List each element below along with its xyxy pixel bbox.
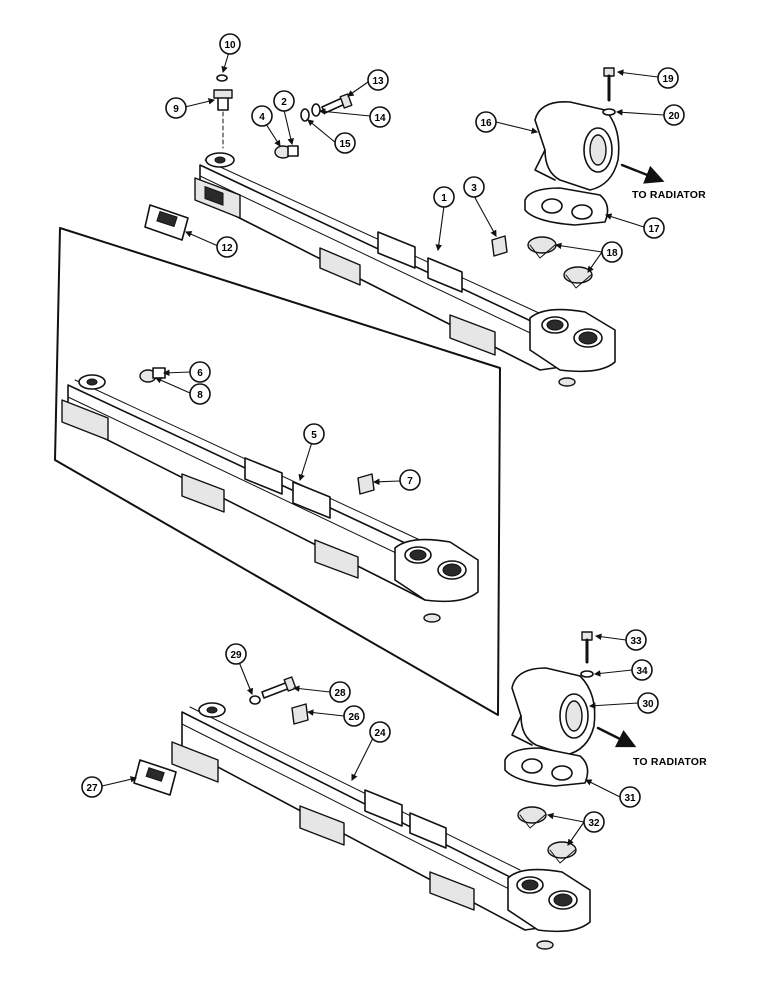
callout-9: 9 bbox=[165, 97, 187, 119]
svg-text:2: 2 bbox=[281, 97, 287, 108]
svg-text:19: 19 bbox=[662, 74, 674, 85]
inset-panel bbox=[54, 227, 501, 716]
svg-text:20: 20 bbox=[668, 111, 680, 122]
svg-text:13: 13 bbox=[372, 76, 384, 87]
callout-10: 10 bbox=[219, 33, 241, 55]
leader-lines bbox=[101, 51, 665, 846]
callout-27: 27 bbox=[81, 776, 103, 798]
callout-28: 28 bbox=[329, 681, 351, 703]
svg-text:3: 3 bbox=[471, 183, 477, 194]
bottom-elbow-group bbox=[504, 631, 637, 864]
svg-text:5: 5 bbox=[311, 430, 317, 441]
svg-text:29: 29 bbox=[230, 650, 242, 661]
to-radiator-label-bottom: TO RADIATOR bbox=[633, 756, 707, 768]
callout-32: 32 bbox=[583, 811, 605, 833]
svg-text:17: 17 bbox=[648, 224, 660, 235]
callout-5: 5 bbox=[303, 423, 325, 445]
svg-text:7: 7 bbox=[407, 476, 413, 487]
callouts: 9 10 2 4 13 14 15 3 1 12 16 19 20 17 18 … bbox=[81, 33, 685, 833]
callout-7: 7 bbox=[399, 469, 421, 491]
callout-31: 31 bbox=[619, 786, 641, 808]
callout-24: 24 bbox=[369, 721, 391, 743]
svg-text:33: 33 bbox=[630, 636, 642, 647]
callout-17: 17 bbox=[643, 217, 665, 239]
to-radiator-label-top: TO RADIATOR bbox=[632, 189, 706, 201]
callout-12: 12 bbox=[216, 236, 238, 258]
svg-text:1: 1 bbox=[441, 193, 447, 204]
svg-text:6: 6 bbox=[197, 368, 203, 379]
callout-3: 3 bbox=[463, 176, 485, 198]
callout-15: 15 bbox=[334, 132, 356, 154]
water-manifold-inset bbox=[61, 367, 479, 623]
callout-20: 20 bbox=[663, 104, 685, 126]
svg-text:16: 16 bbox=[480, 118, 492, 129]
callout-1: 1 bbox=[433, 186, 455, 208]
svg-text:18: 18 bbox=[606, 248, 618, 259]
svg-text:12: 12 bbox=[221, 243, 233, 254]
svg-text:8: 8 bbox=[197, 390, 203, 401]
callout-6: 6 bbox=[189, 361, 211, 383]
top-small-parts bbox=[144, 74, 508, 257]
svg-text:10: 10 bbox=[224, 40, 236, 51]
callout-26: 26 bbox=[343, 705, 365, 727]
svg-text:34: 34 bbox=[636, 666, 648, 677]
svg-text:24: 24 bbox=[374, 728, 386, 739]
svg-text:32: 32 bbox=[588, 818, 600, 829]
water-manifold-top bbox=[194, 152, 616, 387]
callout-14: 14 bbox=[369, 106, 391, 128]
top-elbow-group bbox=[524, 67, 665, 289]
callout-18: 18 bbox=[601, 241, 623, 263]
svg-text:15: 15 bbox=[339, 139, 351, 150]
callout-8: 8 bbox=[189, 383, 211, 405]
callout-2: 2 bbox=[273, 90, 295, 112]
water-manifold-bottom bbox=[133, 676, 591, 950]
svg-text:27: 27 bbox=[86, 783, 98, 794]
svg-text:14: 14 bbox=[374, 113, 386, 124]
callout-4: 4 bbox=[251, 105, 273, 127]
callout-13: 13 bbox=[367, 69, 389, 91]
svg-text:9: 9 bbox=[173, 104, 179, 115]
svg-text:4: 4 bbox=[259, 112, 265, 123]
svg-text:26: 26 bbox=[348, 712, 360, 723]
callout-16: 16 bbox=[475, 111, 497, 133]
callout-19: 19 bbox=[657, 67, 679, 89]
callout-29: 29 bbox=[225, 643, 247, 665]
callout-33: 33 bbox=[625, 629, 647, 651]
svg-text:31: 31 bbox=[624, 793, 636, 804]
svg-text:28: 28 bbox=[334, 688, 346, 699]
callout-30: 30 bbox=[637, 692, 659, 714]
callout-34: 34 bbox=[631, 659, 653, 681]
svg-text:30: 30 bbox=[642, 699, 654, 710]
